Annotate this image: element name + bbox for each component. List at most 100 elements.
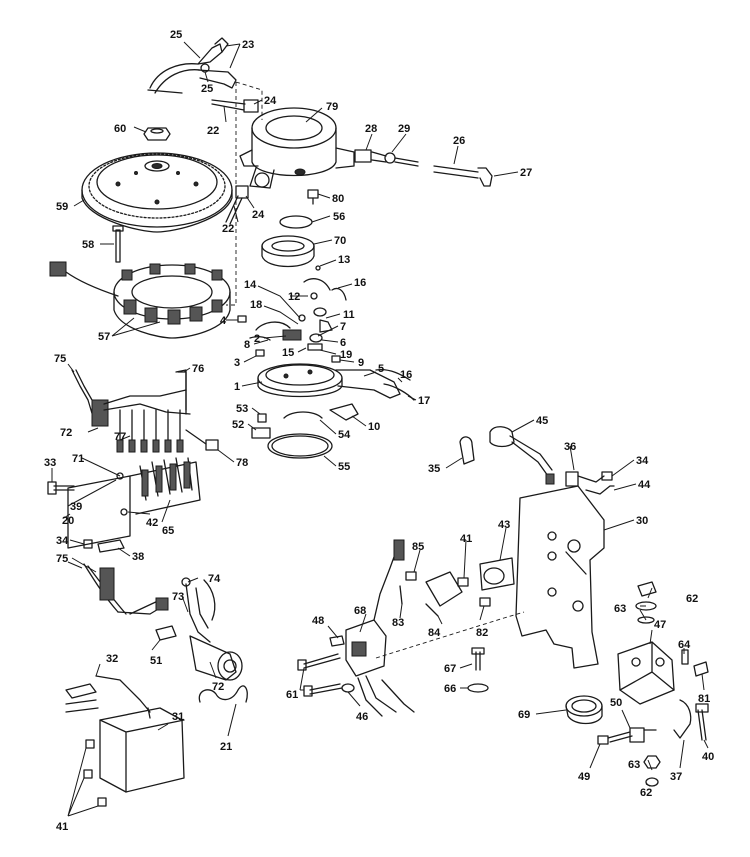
callout-31: 31	[172, 711, 184, 723]
callout-85: 85	[412, 541, 424, 553]
screws-41	[83, 739, 107, 807]
lower-harness	[83, 563, 243, 681]
rectifier-assembly	[67, 457, 201, 549]
callout-57: 57	[98, 331, 110, 343]
callout-16-lower: 16	[400, 369, 412, 381]
callout-67: 67	[444, 663, 456, 675]
spark-plug-wire	[354, 149, 493, 187]
flywheel-bolt	[112, 225, 124, 263]
callout-22-top: 22	[207, 125, 219, 137]
callout-16-upper: 16	[354, 277, 366, 289]
callout-36: 36	[564, 441, 576, 453]
callout-7: 7	[340, 321, 346, 333]
trim-motor-assembly	[597, 581, 709, 787]
callout-27: 27	[520, 167, 532, 179]
callout-44: 44	[638, 479, 651, 491]
callout-43: 43	[498, 519, 510, 531]
callout-39: 39	[70, 501, 82, 513]
mounting-plate	[515, 485, 605, 669]
callout-70: 70	[334, 235, 346, 247]
upper-right-parts	[459, 426, 615, 495]
callout-62-lower: 62	[640, 787, 652, 799]
callout-18: 18	[250, 299, 262, 311]
lead-76	[177, 371, 187, 415]
callout-24-top: 24	[264, 95, 277, 107]
callout-75-lower: 75	[56, 553, 68, 565]
small-screws	[237, 315, 341, 363]
callout-58: 58	[82, 239, 94, 251]
callout-65: 65	[162, 525, 174, 537]
callout-37: 37	[670, 771, 682, 783]
armature-cup	[261, 235, 315, 268]
callout-33: 33	[44, 457, 56, 469]
callout-28: 28	[365, 123, 377, 135]
callout-52: 52	[232, 419, 244, 431]
callout-20: 20	[62, 515, 74, 527]
timer-base	[257, 363, 415, 401]
callout-77: 77	[114, 431, 126, 443]
callout-29: 29	[398, 123, 410, 135]
callout-63-lower: 63	[628, 759, 640, 771]
callout-14: 14	[244, 279, 257, 291]
bracket-10	[329, 403, 359, 421]
leader-lines	[51, 41, 709, 817]
callout-62-upper: 62	[686, 593, 698, 605]
callout-53: 53	[236, 403, 248, 415]
callout-73: 73	[172, 591, 184, 603]
callout-46: 46	[356, 711, 368, 723]
callout-19: 19	[340, 349, 352, 361]
callout-41-lower: 41	[56, 821, 68, 833]
callout-34-upper: 34	[636, 455, 649, 467]
callout-25-top: 25	[170, 29, 182, 41]
spark-plug-leads	[147, 37, 237, 94]
callout-1: 1	[234, 381, 240, 393]
callout-54: 54	[338, 429, 351, 441]
callout-38: 38	[132, 551, 144, 563]
mid-right-parts	[399, 571, 491, 617]
callout-25-lower: 25	[201, 83, 213, 95]
callout-61: 61	[286, 689, 298, 701]
callout-13: 13	[338, 254, 350, 266]
flywheel	[81, 152, 233, 233]
callout-47: 47	[654, 619, 666, 631]
retaining-ring	[279, 215, 313, 229]
callout-24-lower: 24	[252, 209, 265, 221]
power-pack	[65, 675, 185, 793]
screw-80	[307, 189, 319, 205]
callout-26: 26	[453, 135, 465, 147]
callout-10: 10	[368, 421, 380, 433]
callout-82: 82	[476, 627, 488, 639]
callout-23: 23	[242, 39, 254, 51]
bolt-67-washer-66	[467, 647, 489, 693]
callout-48: 48	[312, 615, 324, 627]
upper-housing	[239, 107, 355, 189]
callout-84: 84	[428, 627, 441, 639]
callout-55: 55	[338, 461, 350, 473]
callout-64: 64	[678, 639, 691, 651]
callout-8: 8	[244, 339, 250, 351]
callout-72-lower: 72	[212, 681, 224, 693]
callout-60: 60	[114, 123, 126, 135]
callout-79: 79	[326, 101, 338, 113]
callout-80: 80	[332, 193, 344, 205]
callout-41-mid: 41	[460, 533, 472, 545]
callout-2: 2	[254, 333, 260, 345]
callout-17: 17	[418, 395, 430, 407]
callout-74: 74	[208, 573, 221, 585]
callout-50: 50	[610, 697, 622, 709]
callout-12: 12	[288, 291, 300, 303]
spring-clip	[283, 411, 323, 419]
callout-83: 83	[392, 617, 404, 629]
callout-76: 76	[192, 363, 204, 375]
callout-35: 35	[428, 463, 440, 475]
wire-clip-21	[198, 685, 248, 703]
clamp-38	[83, 539, 125, 553]
callout-3: 3	[234, 357, 240, 369]
callout-15: 15	[282, 347, 294, 359]
callout-32: 32	[106, 653, 118, 665]
sensor-and-cam	[255, 265, 347, 351]
callout-72-upper: 72	[60, 427, 72, 439]
clamp-and-screw	[251, 413, 271, 439]
component-43	[479, 557, 515, 591]
